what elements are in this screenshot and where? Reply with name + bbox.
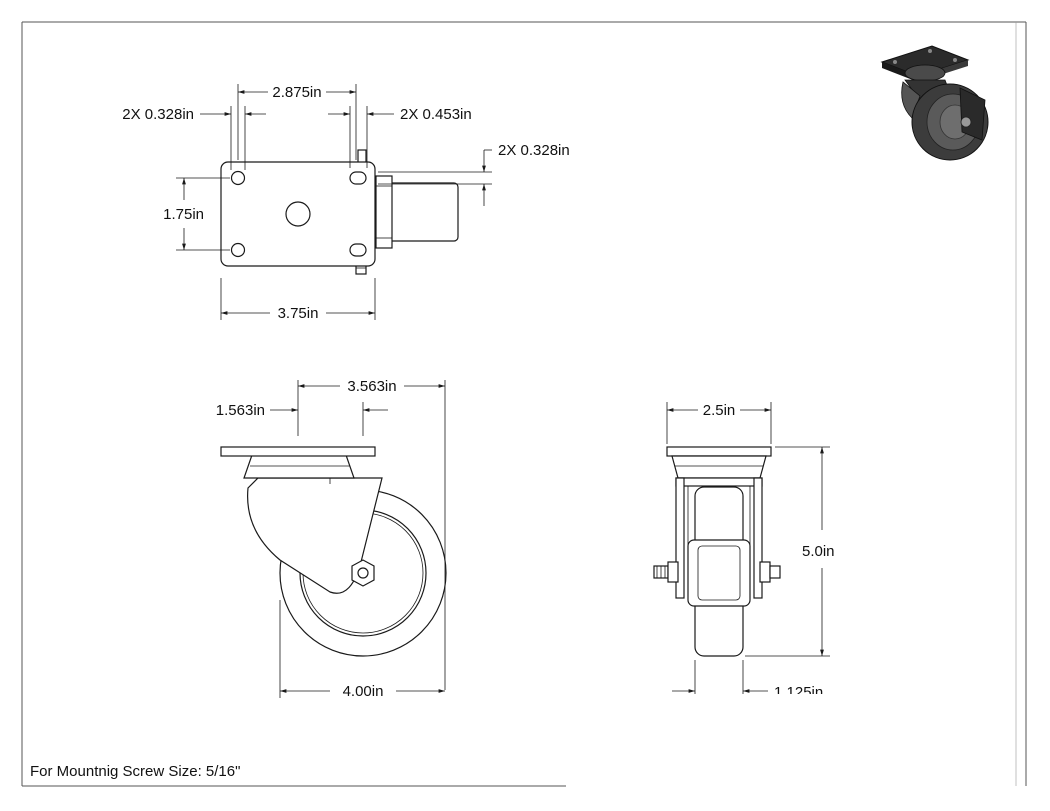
mounting-screw-note: For Mountnig Screw Size: 5/16" [30,763,240,780]
overall-height-dim: 5.0in [802,543,835,560]
plate-height-dim: 1.75in [163,206,204,223]
front-plate-width-dim: 2.5in [703,402,736,419]
hole-spacing-dim: 2.875in [272,84,321,101]
plate-width-dim: 3.75in [278,305,319,322]
mount-slot [349,243,367,257]
front-plate [666,446,772,457]
hole-right-dim: 2X 0.453in [400,106,472,123]
side-view: 3.563in 1.563in 4.00in [216,378,447,700]
side-plate [220,446,376,457]
drawing-frame [21,21,1027,787]
hole-left-dim: 2X 0.328in [122,106,194,123]
overall-depth-dim: 3.563in [347,378,396,395]
fork-left [675,477,685,599]
fork-right [753,477,763,599]
center-hole [285,201,311,227]
mount-hole [230,242,246,258]
swivel-offset-dim: 1.563in [216,402,265,419]
wheel-diameter-dim: 4.00in [343,683,384,700]
front-view: 2.5in 5.0in 1.125in [653,402,835,701]
wheel-width-dim: 1.125in [774,684,823,701]
caster-3d-render-icon [880,45,989,161]
mount-slot [349,171,367,185]
hole-vertical-dim: 2X 0.328in [498,142,570,159]
top-view: 2.875in 2X 0.328in 2X 0.453in 2X 0.328in… [122,84,570,322]
mount-hole [230,170,246,186]
